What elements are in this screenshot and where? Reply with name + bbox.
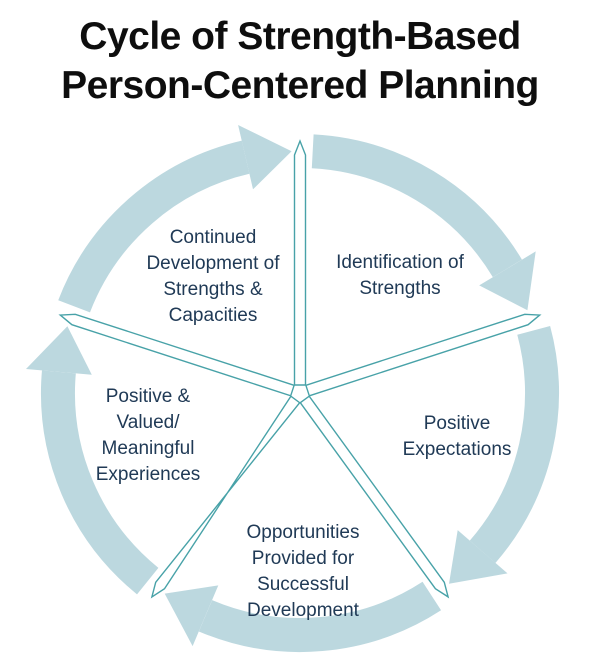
segment-label-line: Capacities (168, 305, 258, 326)
divider-arrow-upper-left (58, 313, 295, 397)
segment-divider-arrows (58, 139, 542, 599)
cycle-arc-continued (58, 140, 250, 313)
divider-arrow-lower-right (299, 395, 450, 599)
segment-label-line: Positive (423, 413, 491, 434)
segment-label-line: Provided for (251, 548, 355, 569)
segment-label-line: Development of (146, 253, 280, 274)
segment-label-line: Strengths (359, 278, 441, 299)
divider-arrow-upper-right (305, 313, 542, 397)
title-line-2: Person-Centered Planning (61, 64, 539, 107)
segment-label-experiences: Positive & Valued/ Meaningful Experience… (63, 384, 233, 488)
cycle-arrowhead-expectations (449, 530, 508, 584)
segment-label-line: Successful (257, 574, 349, 595)
segment-label-expectations: Positive Expectations (377, 411, 537, 463)
cycle-arc-opportunities (198, 581, 442, 653)
cycle-arc-identification (311, 134, 522, 278)
segment-label-line: Opportunities (246, 522, 360, 543)
divider-arrow-top (293, 139, 307, 386)
segment-label-line: Expectations (402, 439, 512, 460)
cycle-arrowhead-continued (238, 125, 292, 190)
cycle-arc-experiences (41, 370, 159, 595)
segment-label-line: Positive & (105, 386, 191, 407)
cycle-arc-segments (26, 125, 559, 653)
segment-label-line: Continued (169, 227, 257, 248)
cycle-arc-expectations (469, 326, 559, 563)
segment-label-line: Strengths & (163, 279, 263, 300)
segment-label-line: Meaningful (101, 438, 195, 459)
segment-label-continued: Continued Development of Strengths & Cap… (113, 225, 313, 329)
diagram-title: Cycle of Strength-Based Person-Centered … (0, 12, 600, 110)
cycle-arrowhead-opportunities (164, 585, 219, 647)
divider-arrow-lower-left (150, 395, 301, 599)
segment-label-line: Experiences (95, 464, 201, 485)
segment-label-line: Development (247, 600, 359, 621)
cycle-arrowhead-experiences (26, 326, 92, 375)
segment-label-line: Identification of (336, 252, 464, 273)
cycle-arrowhead-identification (479, 251, 536, 311)
title-line-1: Cycle of Strength-Based (79, 15, 521, 58)
segment-label-identification: Identification of Strengths (300, 250, 500, 302)
segment-label-opportunities: Opportunities Provided for Successful De… (198, 520, 408, 624)
segment-label-line: Valued/ (116, 412, 180, 433)
